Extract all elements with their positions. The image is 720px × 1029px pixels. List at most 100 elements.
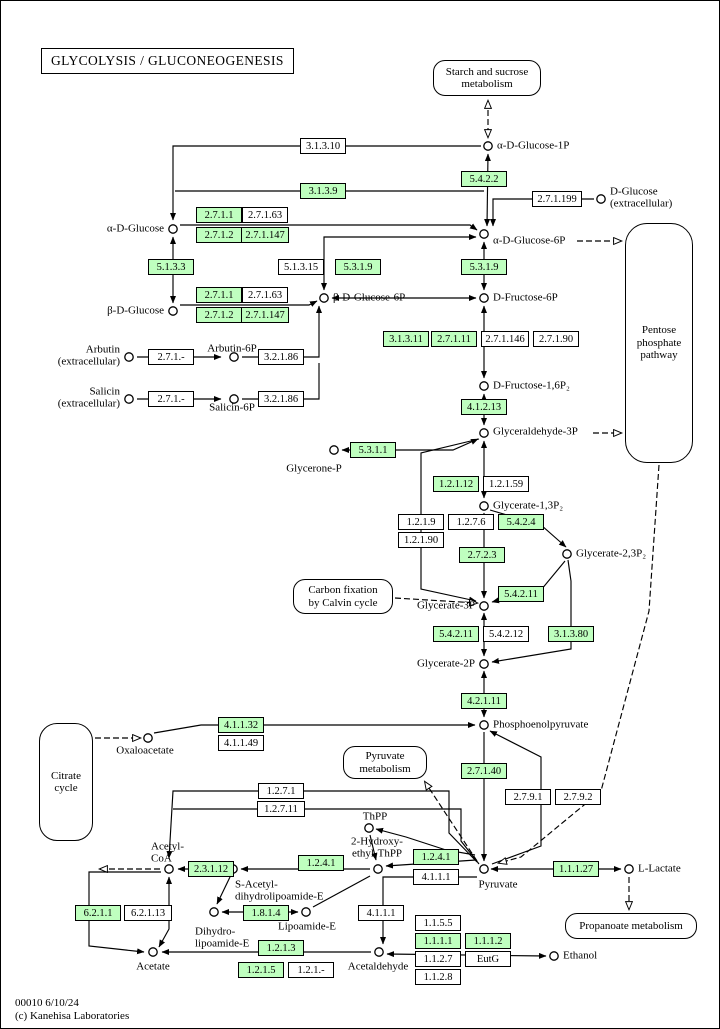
enzyme-box-2-3-1-12[interactable]: 2.3.1.12	[188, 861, 234, 877]
enzyme-box-1-1-2-8[interactable]: 1.1.2.8	[415, 969, 461, 985]
enzyme-box-2-7-9-1[interactable]: 2.7.9.1	[505, 789, 551, 805]
enzyme-box-3-2-1-86[interactable]: 3.2.1.86	[258, 391, 304, 407]
enzyme-box-1-2-1-9[interactable]: 1.2.1.9	[398, 514, 444, 530]
enzyme-box-3-1-3-80[interactable]: 3.1.3.80	[548, 626, 594, 642]
enzyme-box-2-7-1-2[interactable]: 2.7.1.2	[196, 227, 242, 243]
enzyme-box-1-1-1-1[interactable]: 1.1.1.1	[415, 933, 461, 949]
metabolite-node-acetate[interactable]	[148, 947, 158, 957]
enzyme-box-5-3-1-9[interactable]: 5.3.1.9	[335, 259, 381, 275]
pathway-link-carbon-fixation-by-calvin-cycle[interactable]: Carbon fixation by Calvin cycle	[293, 579, 393, 614]
enzyme-box-5-1-3-15[interactable]: 5.1.3.15	[278, 259, 324, 275]
enzyme-box-5-3-1-1[interactable]: 5.3.1.1	[350, 442, 396, 458]
metabolite-node-arbutin-6p[interactable]	[229, 352, 239, 362]
enzyme-box-4-1-1-32[interactable]: 4.1.1.32	[218, 717, 264, 733]
enzyme-box-4-1-1-1[interactable]: 4.1.1.1	[358, 905, 404, 921]
enzyme-box-1-2-4-1[interactable]: 1.2.4.1	[413, 849, 459, 865]
enzyme-box-4-1-1-49[interactable]: 4.1.1.49	[218, 735, 264, 751]
enzyme-box-2-7-1-11[interactable]: 2.7.1.11	[431, 331, 477, 347]
enzyme-box-5-3-1-9[interactable]: 5.3.1.9	[461, 259, 507, 275]
metabolite-node-oxaloacetate[interactable]	[143, 733, 153, 743]
metabolite-node-salicin-6p[interactable]	[229, 394, 239, 404]
metabolite-node-d-glucose-1p[interactable]	[483, 141, 493, 151]
metabolite-node-glycerate-2p[interactable]	[479, 659, 489, 669]
enzyme-box-1-2-1-3[interactable]: 1.2.1.3	[258, 940, 304, 956]
metabolite-node-l-lactate[interactable]	[624, 864, 634, 874]
enzyme-box-1-2-7-11[interactable]: 1.2.7.11	[257, 801, 305, 817]
enzyme-box-2-7-1-147[interactable]: 2.7.1.147	[241, 307, 289, 323]
enzyme-box-3-1-3-11[interactable]: 3.1.3.11	[383, 331, 429, 347]
metabolite-node-acetaldehyde[interactable]	[374, 947, 384, 957]
metabolite-node-d-fructose-1-6p[interactable]	[479, 381, 489, 391]
metabolite-node-glycerone-p[interactable]	[329, 445, 339, 455]
metabolite-node-d-glucose-6p[interactable]	[319, 293, 329, 303]
enzyme-box-6-2-1-13[interactable]: 6.2.1.13	[124, 905, 172, 921]
enzyme-box-1-1-1-2[interactable]: 1.1.1.2	[465, 933, 511, 949]
enzyme-box-2-7-1[interactable]: 2.7.1.-	[148, 391, 194, 407]
pathway-link-pyruvate-metabolism[interactable]: Pyruvate metabolism	[343, 746, 427, 779]
reaction-edge-49	[158, 876, 172, 948]
enzyme-box-6-2-1-1[interactable]: 6.2.1.1	[75, 905, 121, 921]
metabolite-node-lipoamide-e[interactable]	[301, 907, 311, 917]
enzyme-box-2-7-1-1[interactable]: 2.7.1.1	[196, 207, 242, 223]
enzyme-box-1-2-4-1[interactable]: 1.2.4.1	[298, 855, 344, 871]
enzyme-box-1-2-7-6[interactable]: 1.2.7.6	[448, 514, 494, 530]
enzyme-box-5-4-2-11[interactable]: 5.4.2.11	[433, 626, 479, 642]
metabolite-node-ethanol[interactable]	[549, 951, 559, 961]
metabolite-node-arbutin-extracellular[interactable]	[124, 352, 134, 362]
enzyme-box-1-2-1[interactable]: 1.2.1.-	[288, 962, 334, 978]
enzyme-box-2-7-1[interactable]: 2.7.1.-	[148, 349, 194, 365]
enzyme-box-5-1-3-3[interactable]: 5.1.3.3	[148, 259, 194, 275]
enzyme-box-2-7-1-40[interactable]: 2.7.1.40	[461, 763, 507, 779]
enzyme-box-4-1-2-13[interactable]: 4.1.2.13	[461, 399, 507, 415]
enzyme-box-2-7-2-3[interactable]: 2.7.2.3	[459, 547, 505, 563]
pathway-link-citrate-cycle[interactable]: Citrate cycle	[39, 723, 93, 841]
pathway-link-pentose-phosphate-pathway[interactable]: Pentose phosphate pathway	[625, 223, 693, 463]
pathway-link-starch-and-sucrose-metabolism[interactable]: Starch and sucrose metabolism	[433, 60, 541, 96]
enzyme-box-2-7-1-63[interactable]: 2.7.1.63	[242, 207, 288, 223]
enzyme-box-1-8-1-4[interactable]: 1.8.1.4	[243, 905, 289, 921]
enzyme-box-2-7-1-146[interactable]: 2.7.1.146	[481, 331, 529, 347]
metabolite-node-salicin-extracellular[interactable]	[124, 394, 134, 404]
metabolite-node-d-fructose-6p[interactable]	[479, 293, 489, 303]
enzyme-box-1-1-2-7[interactable]: 1.1.2.7	[415, 951, 461, 967]
enzyme-box-2-7-1-2[interactable]: 2.7.1.2	[196, 307, 242, 323]
enzyme-box-5-4-2-12[interactable]: 5.4.2.12	[483, 626, 529, 642]
enzyme-box-1-2-1-59[interactable]: 1.2.1.59	[483, 476, 529, 492]
enzyme-box-3-2-1-86[interactable]: 3.2.1.86	[258, 349, 304, 365]
enzyme-box-5-4-2-2[interactable]: 5.4.2.2	[461, 171, 507, 187]
enzyme-box-1-2-7-1[interactable]: 1.2.7.1	[258, 783, 304, 799]
enzyme-box-1-1-5-5[interactable]: 1.1.5.5	[415, 915, 461, 931]
enzyme-box-4-1-1-1[interactable]: 4.1.1.1	[413, 869, 459, 885]
metabolite-node-2-hydroxy-ethyl-thpp[interactable]	[373, 864, 383, 874]
enzyme-box-eutg[interactable]: EutG	[465, 951, 511, 967]
enzyme-box-4-2-1-11[interactable]: 4.2.1.11	[461, 693, 507, 709]
enzyme-box-1-2-1-5[interactable]: 1.2.1.5	[238, 962, 284, 978]
enzyme-box-3-1-3-10[interactable]: 3.1.3.10	[300, 138, 346, 154]
metabolite-node-d-glucose-extracellular[interactable]	[596, 194, 606, 204]
metabolite-node-glycerate-2-3p[interactable]	[562, 549, 572, 559]
metabolite-node-dihydro-lipoamide-e[interactable]	[209, 907, 219, 917]
enzyme-box-2-7-1-63[interactable]: 2.7.1.63	[242, 287, 288, 303]
metabolite-node-d-glucose[interactable]	[168, 306, 178, 316]
enzyme-box-2-7-1-1[interactable]: 2.7.1.1	[196, 287, 242, 303]
metabolite-node-glycerate-3p[interactable]	[479, 601, 489, 611]
enzyme-box-1-2-1-12[interactable]: 1.2.1.12	[433, 476, 479, 492]
enzyme-box-5-4-2-11[interactable]: 5.4.2.11	[498, 586, 544, 602]
metabolite-node-thpp[interactable]	[364, 823, 374, 833]
enzyme-box-2-7-1-147[interactable]: 2.7.1.147	[241, 227, 289, 243]
pathway-link-propanoate-metabolism[interactable]: Propanoate metabolism	[565, 913, 697, 939]
enzyme-box-1-2-1-90[interactable]: 1.2.1.90	[398, 532, 444, 548]
enzyme-box-5-4-2-4[interactable]: 5.4.2.4	[498, 514, 544, 530]
metabolite-node-glycerate-1-3p[interactable]	[479, 501, 489, 511]
enzyme-box-2-7-9-2[interactable]: 2.7.9.2	[555, 789, 601, 805]
enzyme-box-2-7-1-90[interactable]: 2.7.1.90	[533, 331, 579, 347]
metabolite-node-acetyl-coa[interactable]	[164, 864, 174, 874]
metabolite-node-phosphoenolpyruvate[interactable]	[479, 720, 489, 730]
metabolite-node-glyceraldehyde-3p[interactable]	[479, 428, 489, 438]
enzyme-box-2-7-1-199[interactable]: 2.7.1.199	[532, 191, 582, 207]
metabolite-node-d-glucose[interactable]	[168, 224, 178, 234]
metabolite-node-d-glucose-6p[interactable]	[479, 229, 489, 239]
enzyme-box-1-1-1-27[interactable]: 1.1.1.27	[553, 861, 599, 877]
enzyme-box-3-1-3-9[interactable]: 3.1.3.9	[300, 183, 346, 199]
metabolite-node-pyruvate[interactable]	[479, 864, 489, 874]
